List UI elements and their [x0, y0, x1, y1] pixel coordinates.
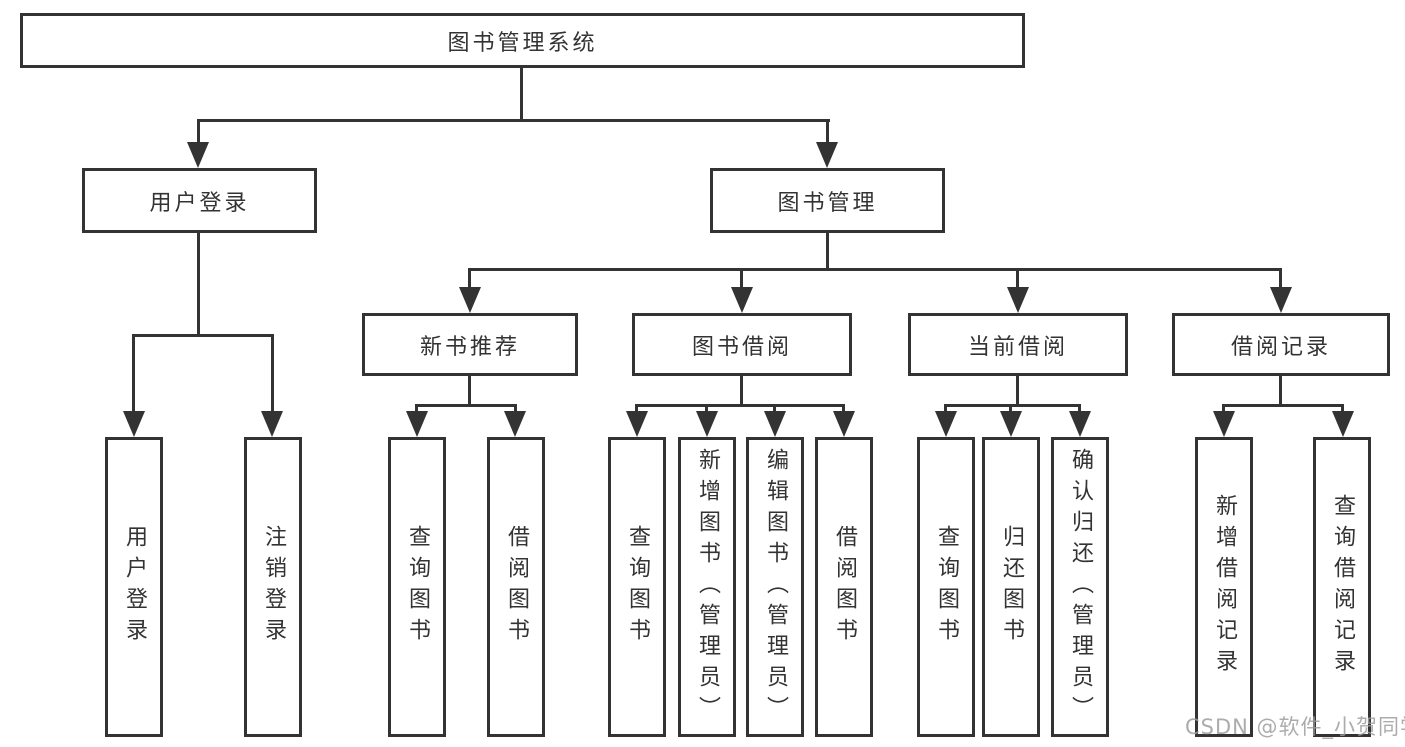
arrowhead-down	[1007, 287, 1029, 313]
csdn-watermark: CSDN @软件_小贺同学	[1185, 715, 1405, 739]
leaf-borrowing-edit-books-admin: 编辑图书（管理员）	[746, 437, 804, 737]
leaf-label: 查询借阅记录	[1330, 494, 1355, 680]
connector-line	[1279, 268, 1282, 293]
arrowhead-down	[1069, 411, 1091, 437]
leaf-label: 借阅图书	[832, 525, 857, 649]
leaf-current-query-books: 查询图书	[917, 437, 975, 737]
node-user-login: 用户登录	[82, 168, 317, 233]
connector-line	[826, 119, 829, 147]
leaf-label: 注销登录	[261, 525, 286, 649]
leaf-label: 查询图书	[934, 525, 959, 649]
arrowhead-down	[504, 411, 526, 437]
leaf-label: 借阅图书	[504, 525, 529, 649]
arrowhead-down	[833, 411, 855, 437]
leaf-label: 确认归还（管理员）	[1068, 447, 1093, 727]
node-label: 图书管理	[777, 190, 878, 216]
connector-line	[197, 119, 200, 147]
connector-line	[1016, 268, 1019, 293]
arrowhead-down	[816, 142, 838, 168]
connector-line	[132, 334, 135, 416]
leaf-logout: 注销登录	[244, 437, 302, 737]
arrowhead-down	[123, 411, 145, 437]
arrowhead-down	[406, 411, 428, 437]
leaf-label: 用户登录	[122, 525, 147, 649]
leaf-label: 新增图书（管理员）	[695, 447, 720, 727]
connector-line	[468, 376, 471, 407]
leaf-label: 查询图书	[625, 525, 650, 649]
node-label: 用户登录	[149, 190, 250, 216]
leaf-recommend-borrow-books: 借阅图书	[487, 437, 545, 737]
connector-line	[1222, 404, 1343, 407]
arrowhead-down	[187, 142, 209, 168]
leaf-borrowing-borrow-books: 借阅图书	[815, 437, 873, 737]
arrowhead-down	[1213, 411, 1235, 437]
connector-line	[520, 68, 523, 121]
leaf-borrowing-add-books-admin: 新增图书（管理员）	[678, 437, 736, 737]
connector-line	[468, 268, 471, 293]
arrowhead-down	[1332, 411, 1354, 437]
connector-line	[740, 376, 743, 407]
arrowhead-down	[261, 411, 283, 437]
connector-line	[1016, 376, 1019, 407]
leaf-label: 新增借阅记录	[1212, 494, 1237, 680]
leaf-user-login: 用户登录	[105, 437, 163, 737]
arrowhead-down	[459, 287, 481, 313]
leaf-label: 归还图书	[999, 525, 1024, 649]
node-label: 当前借阅	[967, 334, 1068, 360]
connector-line	[132, 334, 274, 337]
connector-line	[740, 268, 743, 293]
node-borrow-records: 借阅记录	[1172, 313, 1390, 376]
connector-line	[826, 233, 829, 271]
arrowhead-down	[696, 411, 718, 437]
arrowhead-down	[1270, 287, 1292, 313]
arrowhead-down	[1000, 411, 1022, 437]
leaf-current-confirm-return-admin: 确认归还（管理员）	[1051, 437, 1109, 737]
connector-line	[271, 334, 274, 416]
leaf-records-query-borrow-record: 查询借阅记录	[1313, 437, 1371, 737]
connector-line	[415, 404, 517, 407]
leaf-current-return-books: 归还图书	[982, 437, 1040, 737]
node-label: 图书借阅	[691, 334, 792, 360]
node-new-book-recommend: 新书推荐	[362, 313, 578, 376]
connector-line	[468, 268, 1282, 271]
leaf-borrowing-query-books: 查询图书	[608, 437, 666, 737]
node-book-borrowing: 图书借阅	[632, 313, 852, 376]
leaf-label: 查询图书	[405, 525, 430, 649]
leaf-recommend-query-books: 查询图书	[388, 437, 446, 737]
leaf-label: 编辑图书（管理员）	[763, 447, 788, 727]
connector-line	[1279, 376, 1282, 407]
node-library-management-system: 图书管理系统	[20, 13, 1025, 68]
connector-line	[944, 404, 1081, 407]
arrowhead-down	[935, 411, 957, 437]
arrowhead-down	[764, 411, 786, 437]
arrowhead-down	[731, 287, 753, 313]
node-current-borrowing: 当前借阅	[908, 313, 1128, 376]
connector-line	[635, 404, 845, 407]
arrowhead-down	[626, 411, 648, 437]
leaf-records-add-borrow-record: 新增借阅记录	[1195, 437, 1253, 737]
node-label: 借阅记录	[1230, 334, 1331, 360]
connector-line	[197, 233, 200, 337]
node-label: 图书管理系统	[447, 30, 598, 56]
node-book-management: 图书管理	[710, 168, 945, 233]
connector-line	[197, 119, 830, 122]
node-label: 新书推荐	[419, 334, 520, 360]
